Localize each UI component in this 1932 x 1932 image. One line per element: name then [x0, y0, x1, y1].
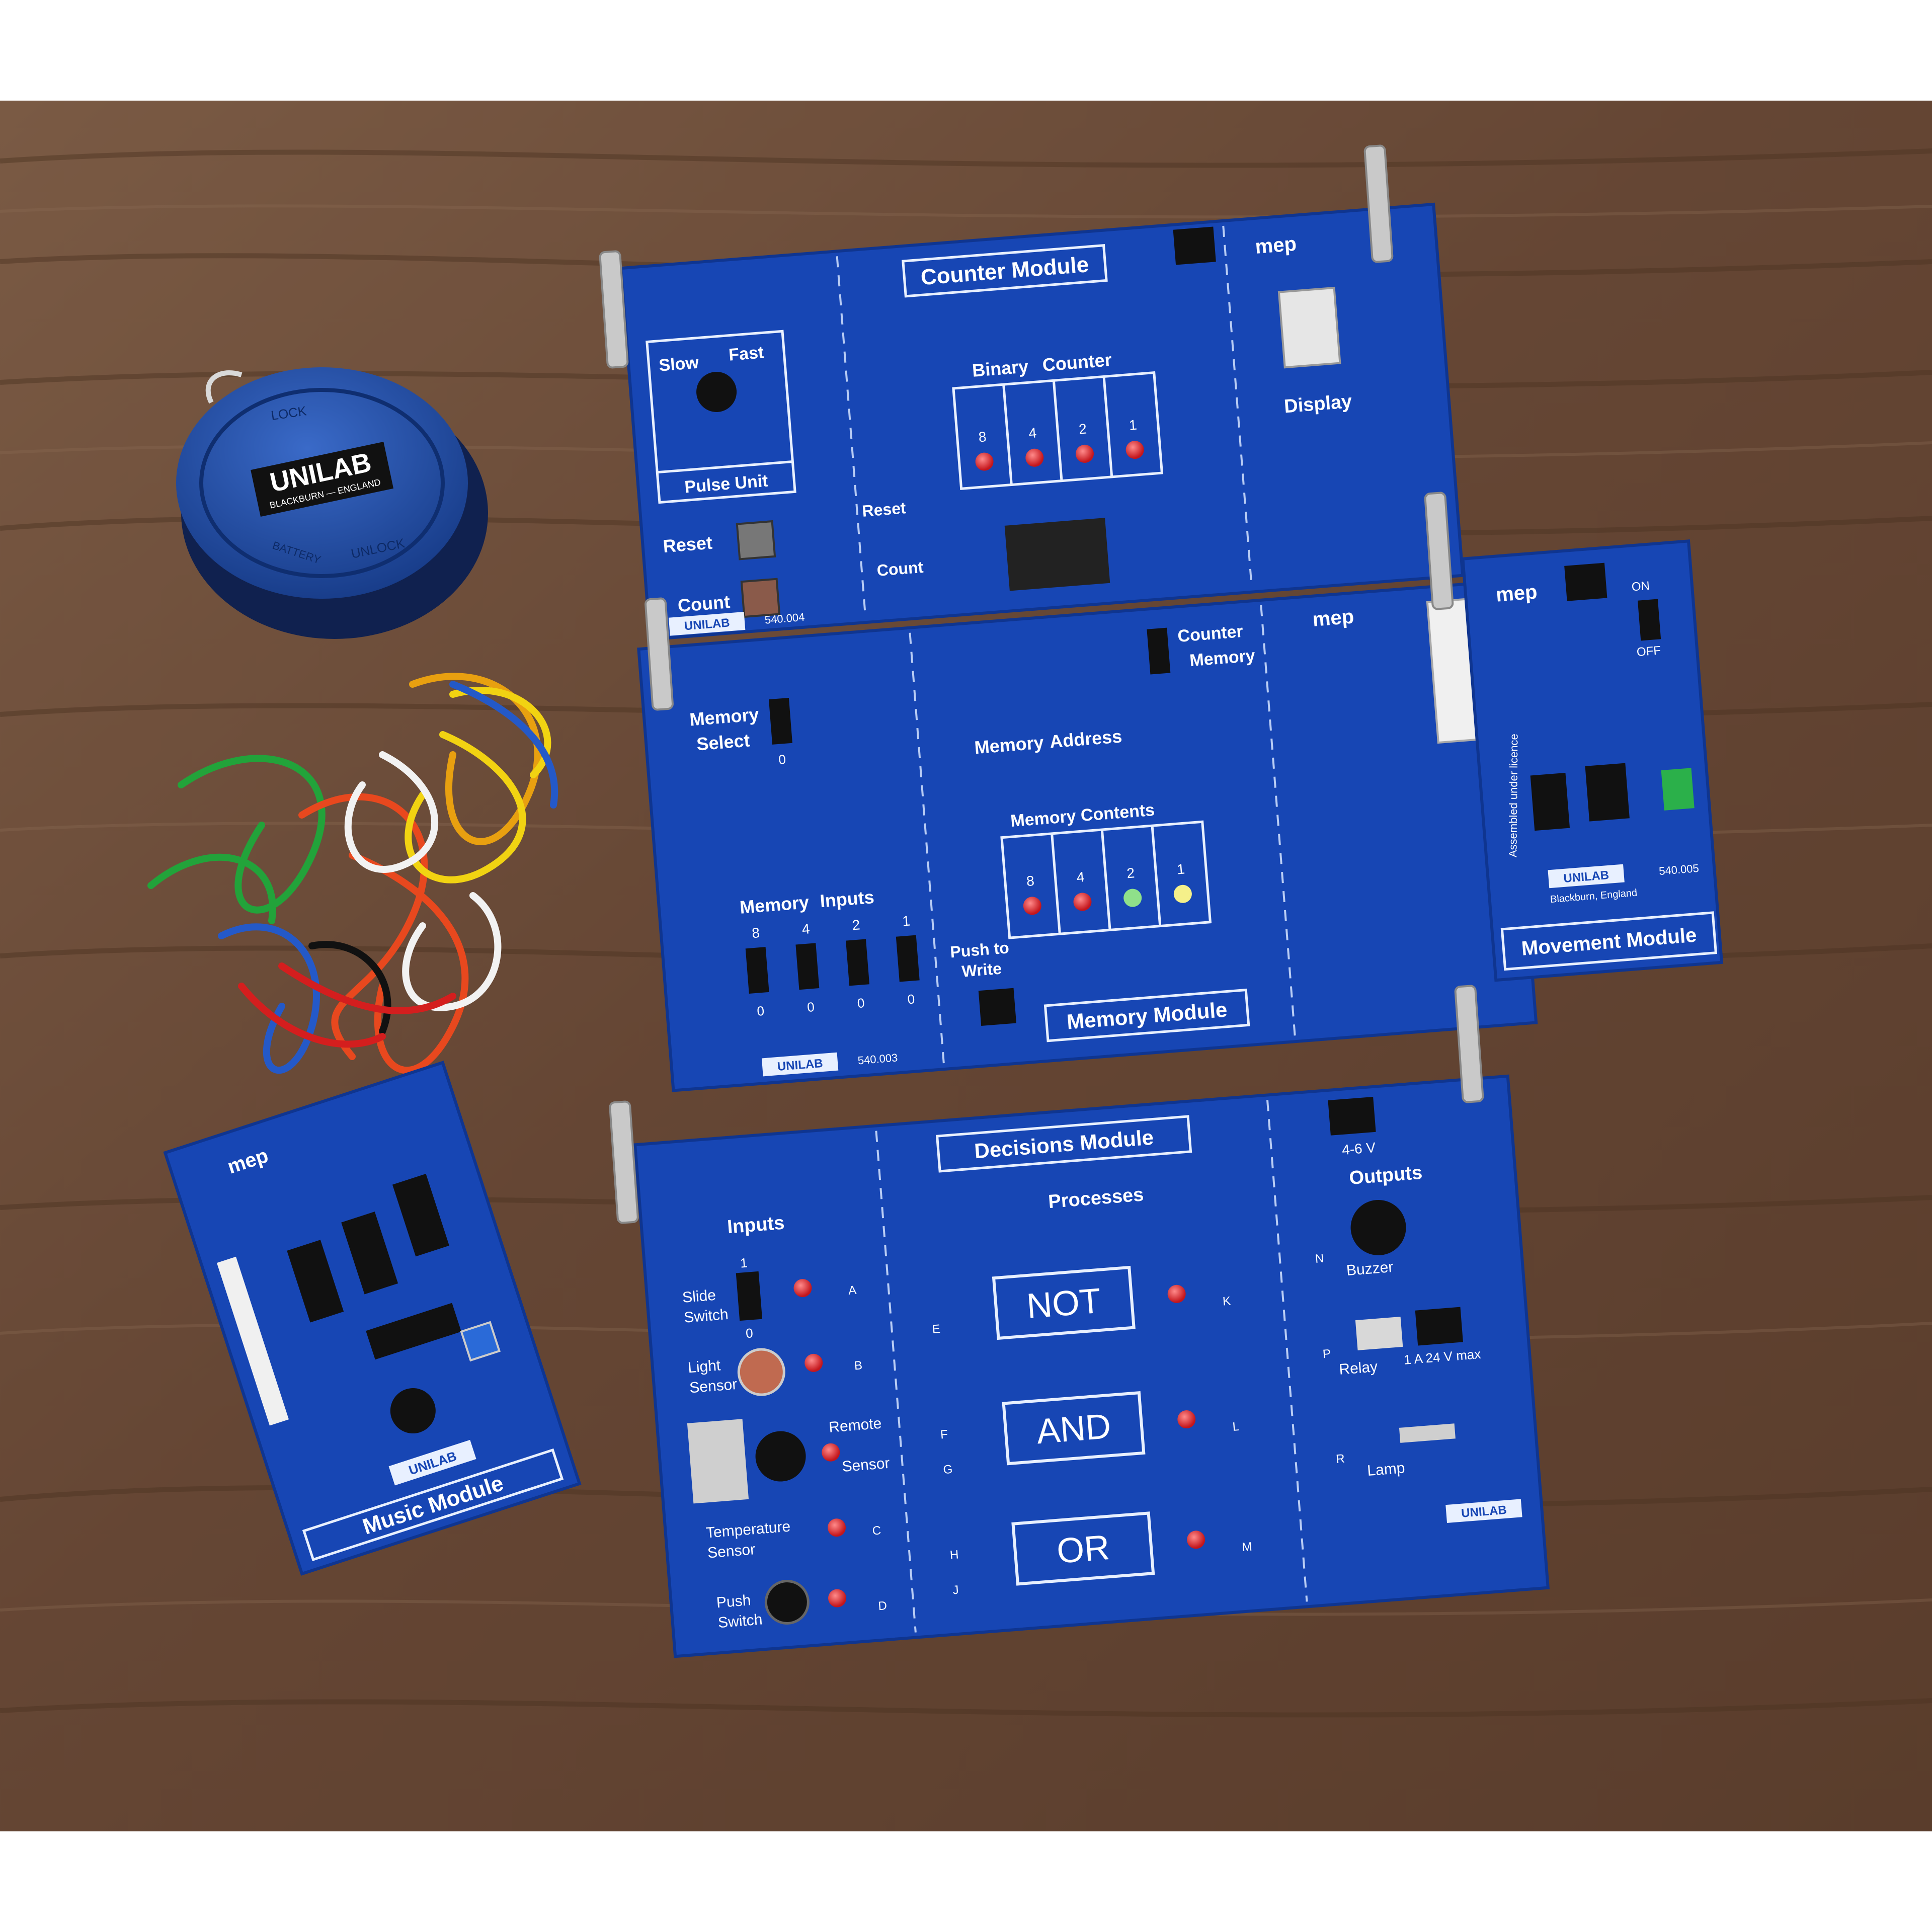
- gate-in-f: F: [940, 1427, 948, 1441]
- memory-inputs-label-2: Inputs: [819, 887, 875, 911]
- counter-bit-4: 4: [1028, 425, 1037, 441]
- input-zero-4: 0: [807, 999, 815, 1015]
- counter-module: Counter Module Slow Fast Pulse Unit Bina…: [619, 202, 1465, 641]
- content-bit-4: 4: [1076, 869, 1085, 885]
- push-to-write-button[interactable]: [978, 988, 1016, 1026]
- content-bit-2: 2: [1126, 865, 1135, 881]
- content-bit-1: 1: [1176, 861, 1185, 877]
- input-letter-a: A: [848, 1283, 857, 1298]
- remote-sensor-label-2: Sensor: [841, 1455, 890, 1475]
- and-gate: AND: [1035, 1406, 1112, 1451]
- light-sensor-label-1: Light: [687, 1357, 721, 1376]
- buzzer-label: Buzzer: [1346, 1259, 1394, 1279]
- temperature-sensor-label-2: Sensor: [707, 1541, 756, 1561]
- input-letter-d: D: [878, 1599, 888, 1613]
- count-button[interactable]: [740, 578, 781, 618]
- movement-module: mep ON OFF Assembled under licence UNILA…: [1461, 539, 1724, 982]
- light-sensor-label-2: Sensor: [689, 1376, 738, 1396]
- reset-label: Reset: [662, 532, 713, 557]
- battery-box: UNILAB BLACKBURN — ENGLAND LOCK UNLOCK B…: [176, 367, 488, 639]
- input-bit-8: 8: [751, 925, 760, 941]
- fast-label: Fast: [728, 343, 765, 364]
- gate-in-g: G: [943, 1463, 953, 1477]
- slide-switch-label-1: Slide: [682, 1287, 716, 1306]
- count-input-label: Count: [876, 558, 924, 580]
- gate-in-j: J: [952, 1583, 959, 1597]
- gate-in-e: E: [932, 1322, 941, 1336]
- slide-switch-label-2: Switch: [683, 1306, 729, 1326]
- input-switch-2[interactable]: [846, 939, 870, 986]
- push-to-write-label-2: Write: [961, 959, 1002, 981]
- gate-out-m: M: [1242, 1540, 1253, 1554]
- inputs-heading: Inputs: [727, 1213, 785, 1238]
- gate-out-l: L: [1232, 1420, 1240, 1434]
- voltage-label: 4-6 V: [1341, 1140, 1376, 1158]
- input-zero-8: 0: [756, 1003, 765, 1019]
- reset-input-label: Reset: [861, 499, 907, 520]
- input-switch-8[interactable]: [745, 947, 769, 994]
- output-letter-r: R: [1335, 1452, 1345, 1466]
- decisions-module: Decisions Module 4-6 V Inputs Processes …: [633, 1074, 1550, 1658]
- reset-button[interactable]: [736, 520, 776, 560]
- input-bit-1: 1: [902, 913, 911, 929]
- relay-label: Relay: [1338, 1358, 1378, 1378]
- push-switch-label-2: Switch: [717, 1611, 763, 1631]
- push-switch-label-1: Push: [716, 1592, 752, 1611]
- licence-label: Assembled under licence: [1506, 734, 1520, 857]
- content-bit-8: 8: [1026, 873, 1035, 889]
- memory-select-switch[interactable]: [769, 698, 792, 745]
- off-label: OFF: [1636, 643, 1661, 659]
- counter-bit-8: 8: [978, 429, 987, 445]
- slide-switch[interactable]: [736, 1271, 763, 1321]
- buzzer: [1350, 1199, 1406, 1255]
- movement-mep-logo: mep: [1495, 581, 1538, 606]
- counter-module-code: 540.004: [764, 611, 805, 626]
- remote-sensor-label-1: Remote: [828, 1415, 882, 1436]
- memory-select-zero: 0: [778, 752, 786, 767]
- music-module: Music Module UNILAB mep: [163, 1061, 582, 1576]
- seven-segment-display: [1277, 286, 1341, 369]
- speed-knob[interactable]: [695, 370, 738, 414]
- gate-out-k: K: [1222, 1294, 1231, 1308]
- counter-bit-1: 1: [1129, 417, 1138, 433]
- push-switch[interactable]: [764, 1579, 810, 1625]
- metal-clips: [599, 144, 1484, 1224]
- input-switch-1[interactable]: [896, 935, 920, 982]
- memory-module: Memory Select 0 Memory Address Counter M…: [637, 579, 1538, 1092]
- lamp: [1399, 1423, 1456, 1443]
- memory-mep-logo: mep: [1312, 605, 1354, 630]
- counter-memory-switch[interactable]: [1147, 627, 1171, 675]
- counter-bit-2: 2: [1078, 421, 1087, 437]
- input-letter-c: C: [872, 1523, 881, 1538]
- slow-label: Slow: [658, 353, 700, 375]
- movement-module-code: 540.005: [1658, 862, 1699, 877]
- output-letter-p: P: [1322, 1347, 1331, 1361]
- input-switch-4[interactable]: [795, 943, 820, 990]
- input-zero-1: 0: [907, 991, 915, 1007]
- count-label: Count: [677, 591, 731, 616]
- memory-module-code: 540.003: [857, 1051, 898, 1067]
- memory-select-label-2: Select: [696, 730, 751, 754]
- input-bit-4: 4: [801, 921, 811, 937]
- slide-switch-one: 1: [740, 1255, 748, 1271]
- input-zero-2: 0: [857, 995, 865, 1011]
- patch-leads: [147, 673, 558, 1074]
- output-letter-n: N: [1315, 1252, 1324, 1266]
- not-gate: NOT: [1025, 1281, 1102, 1326]
- binary-label: Binary: [972, 356, 1029, 381]
- or-gate: OR: [1055, 1527, 1111, 1571]
- counter-mep-logo: mep: [1254, 233, 1297, 258]
- input-bit-2: 2: [852, 917, 861, 933]
- lamp-label: Lamp: [1366, 1460, 1405, 1479]
- slide-switch-zero: 0: [745, 1325, 754, 1341]
- gate-in-h: H: [949, 1548, 959, 1562]
- on-label: ON: [1631, 579, 1650, 594]
- input-letter-b: B: [854, 1358, 863, 1373]
- power-switch[interactable]: [1637, 599, 1661, 641]
